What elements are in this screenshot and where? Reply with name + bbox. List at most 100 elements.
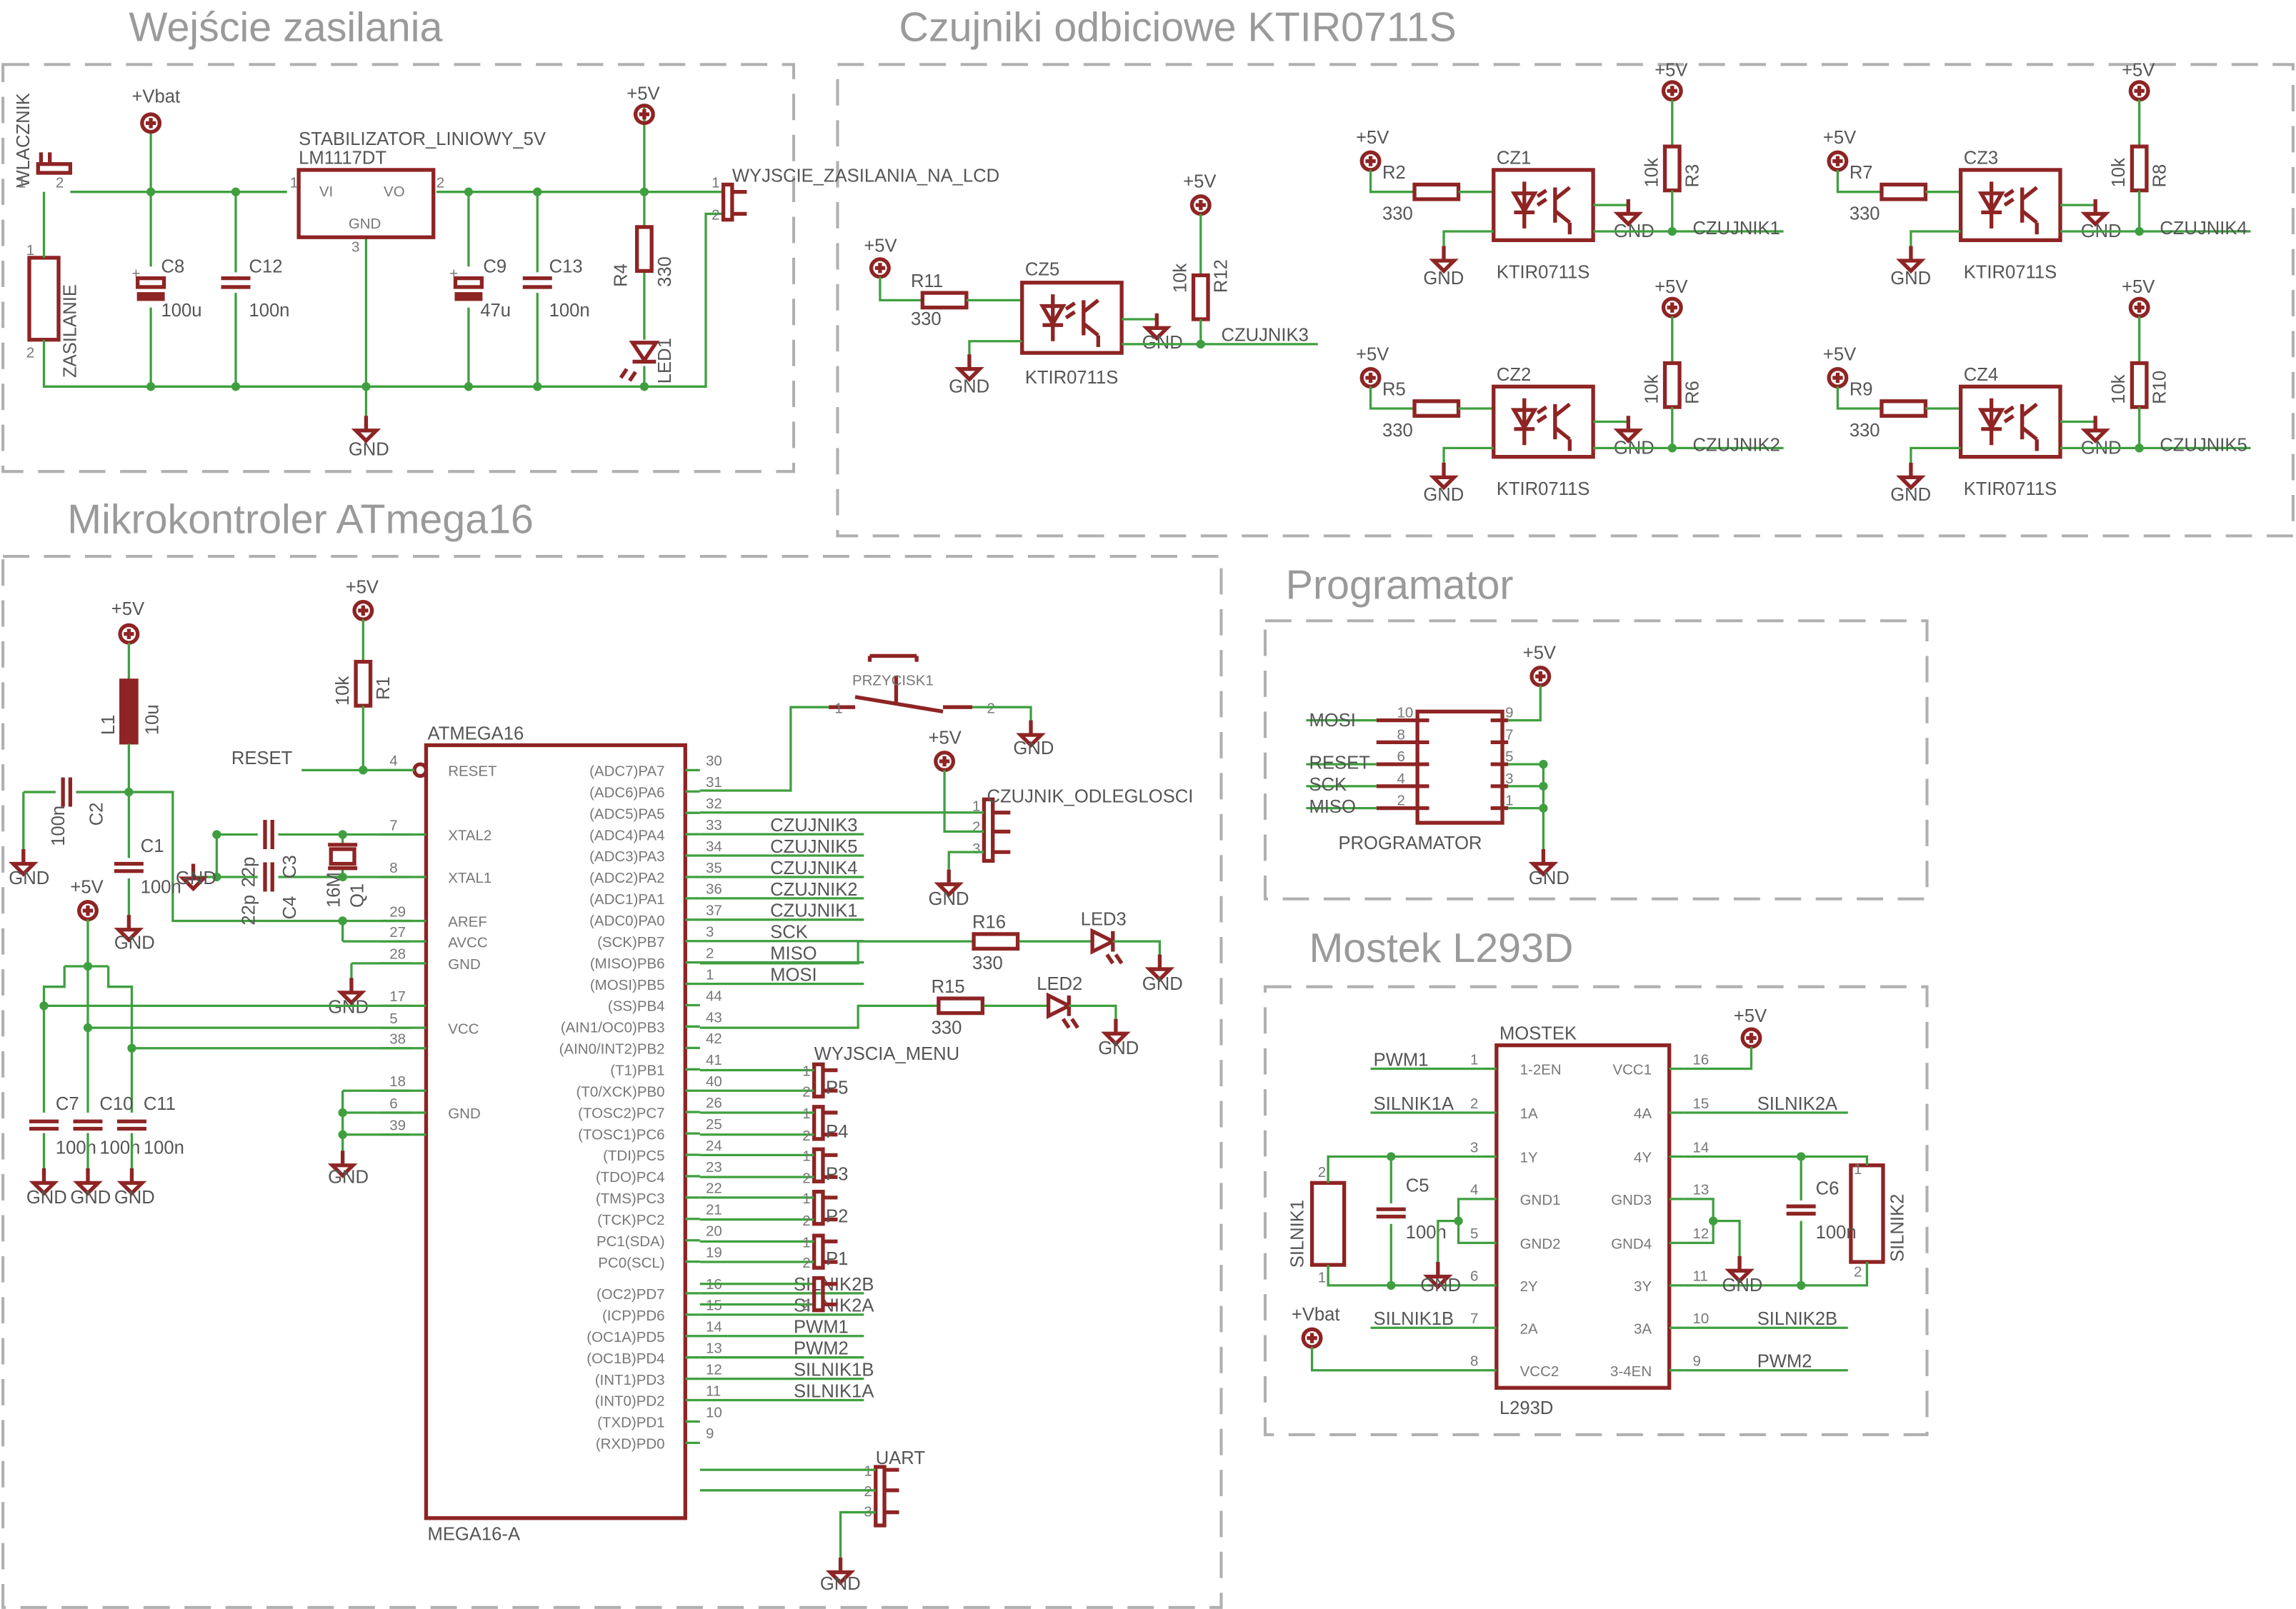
prog-pin-left: 6 (1397, 748, 1404, 765)
bridge-left-pin-name: 1Y (1520, 1150, 1538, 1166)
bridge-left-pin-name: 2Y (1520, 1278, 1538, 1295)
lcd-out-label: WYJSCIE_ZASILANIA_NA_LCD (732, 166, 999, 186)
r1-5v (354, 602, 372, 620)
mcu-right-pin-num: 43 (706, 1009, 722, 1026)
c12-capacitor (221, 276, 251, 289)
mcu-net-czujnik2: CZUJNIK2 (770, 880, 857, 900)
prog-pin-right: 3 (1505, 771, 1513, 787)
bridge-right-pin-name: 3A (1634, 1320, 1652, 1337)
cz1-pr-label: R3 (1683, 164, 1703, 188)
mcu-right-pin-name: (RXD)PD0 (596, 1436, 665, 1453)
mcu-net-silnik1a: SILNIK1A (794, 1381, 874, 1401)
mcu-right-pin-num: 9 (706, 1425, 714, 1442)
cz5-r-value: 330 (911, 309, 942, 329)
bridge-vbat (1303, 1329, 1321, 1347)
wlacznik-switch (36, 162, 73, 175)
prog-pin-left: 4 (1397, 771, 1404, 787)
bridge-left-pin-num: 6 (1470, 1268, 1478, 1285)
bridge-left-pin-name: 2A (1520, 1320, 1538, 1337)
prog-pin-right: 1 (1505, 793, 1513, 809)
cz2-5v-label: +5V (1356, 344, 1389, 364)
bridge-net-silnik1a: SILNIK1A (1374, 1094, 1454, 1114)
cz5-gnd2-label: GND (1142, 333, 1183, 353)
prog-reset: RESET (1309, 753, 1370, 773)
c8-value: 100u (161, 301, 201, 321)
bridge-right-pin-num: 13 (1693, 1182, 1709, 1198)
led1-diode (619, 341, 660, 382)
prog-frame (1263, 619, 1929, 901)
c9-capacitor: + (449, 266, 484, 301)
mcu-right-pin-num: 24 (706, 1138, 722, 1154)
cz2-r-value: 330 (1382, 421, 1413, 441)
cz2-r-label: R5 (1382, 380, 1406, 400)
uart-gnd-label: GND (820, 1574, 861, 1594)
lcd-out-connector (721, 182, 734, 222)
bridge-right-pin-name: 4A (1634, 1106, 1652, 1122)
mcu-right-pin-num: 3 (706, 924, 714, 941)
r15-label: R15 (932, 977, 965, 997)
c11-capacitor (117, 1121, 146, 1128)
svg-text:2: 2 (802, 1298, 810, 1314)
mcu-right-pin-name: (ADC7)PA7 (589, 763, 664, 780)
svg-text:1: 1 (712, 175, 719, 191)
bridge-right-pin-num: 12 (1693, 1225, 1709, 1242)
c7-value: 100n (56, 1138, 96, 1158)
c5-capacitor (1377, 1209, 1406, 1216)
mcu-right-pin-num: 2 (706, 946, 714, 962)
mcu-right-pin-name: (T0/XCK)PB0 (577, 1083, 665, 1100)
bridge-right-pin-num: 11 (1693, 1268, 1708, 1285)
dist-5v-label: +5V (929, 728, 962, 748)
c1-gnd-label: GND (114, 933, 155, 953)
l1-label: L1 (99, 715, 119, 736)
mcu-right-pin-name: (AIN1/OC0)PB3 (561, 1020, 665, 1036)
cz3-5v-label: +5V (1823, 128, 1856, 148)
svg-text:2: 2 (987, 700, 995, 716)
svg-text:1: 1 (290, 175, 298, 191)
r15-resistor (939, 998, 982, 1013)
mcu-left-pin-name: XTAL2 (448, 828, 491, 844)
bridge-left-pin-name: GND1 (1520, 1192, 1561, 1208)
mcu-right-pin-name: (TDI)PC5 (603, 1148, 665, 1164)
bridge-net-pwm1: PWM1 (1374, 1050, 1429, 1070)
c10-label: C10 (99, 1094, 133, 1114)
bridge-right-pin-name: GND3 (1611, 1192, 1652, 1208)
c10-capacitor (73, 1121, 102, 1128)
c6-capacitor (1787, 1206, 1816, 1213)
prog-pin-left: 8 (1397, 726, 1404, 743)
silnik1-label: SILNIK1 (1287, 1200, 1307, 1268)
stab-name: STABILIZATOR_LINIOWY_5V (299, 129, 546, 149)
cz5-5v-label: +5V (864, 236, 897, 256)
prog-pin-left: 2 (1397, 793, 1404, 809)
mcu-left-pin-num: 28 (389, 946, 406, 963)
r15-value: 330 (932, 1018, 962, 1038)
cz3-part: KTIR0711S (1964, 263, 2057, 283)
menu-p-label: P2 (826, 1207, 848, 1227)
c13-label: C13 (549, 256, 583, 276)
mcu-right-pin-num: 26 (706, 1095, 722, 1111)
svg-text:2: 2 (802, 1255, 810, 1271)
q1-label: Q1 (347, 883, 367, 908)
power-frame (1, 63, 796, 473)
mcu-left-pin-num: 17 (389, 988, 406, 1005)
c2-gnd-label: GND (9, 868, 49, 888)
bridge-right-pin-name: VCC1 (1612, 1062, 1652, 1078)
mcu-right-pin-num: 34 (706, 838, 722, 855)
zasilanie-connector (27, 256, 61, 342)
prog-mosi: MOSI (1309, 711, 1355, 731)
mcu-right-pin-name: (ADC6)PA6 (589, 784, 664, 801)
c11-gnd-label: GND (114, 1188, 155, 1208)
cz5-pr-value: 10k (1170, 264, 1190, 293)
power-section: WLACZNIK 1 2 ZASILANIE 1 2 (14, 84, 999, 460)
mcu-left-pin-name: XTAL1 (448, 870, 491, 886)
led2-diode (1049, 996, 1078, 1028)
svg-text:2: 2 (802, 1083, 810, 1100)
mcu-left-pin-num: 29 (389, 903, 406, 920)
vcc-caps-5v-label: +5V (70, 878, 103, 898)
mcu-right-pin-name: (OC1B)PD4 (587, 1350, 664, 1367)
mcu-right-pin-num: 13 (706, 1340, 722, 1357)
cz1-gnd-label: GND (1423, 269, 1464, 289)
mcu-right-pin-num: 30 (706, 753, 722, 769)
mcu-right-pin-num: 15 (706, 1298, 722, 1314)
